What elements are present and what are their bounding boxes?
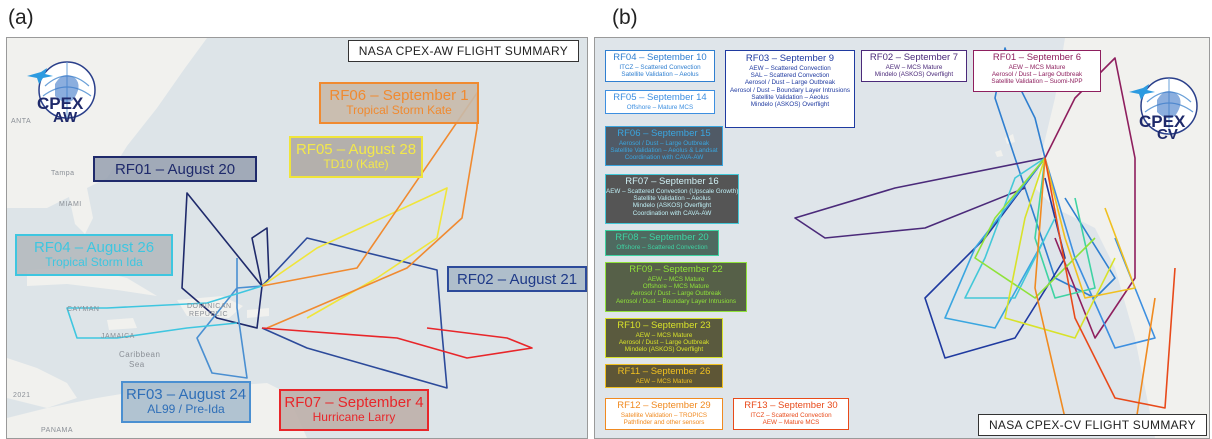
flight-route-rf07 [964,157,1056,299]
plane-globe-icon [27,61,96,119]
flight-box-rf03: RF03 – August 24 AL99 / Pre-Ida [121,381,251,423]
flight-route-rf08 [1034,157,1096,299]
flight-route-rf06 [261,92,478,329]
geo-label-cayman: CAYMAN [67,306,100,313]
flight-routes-b [794,47,1176,429]
flight-box-rf06: RF06 – September 1 Tropical Storm Kate [319,82,479,124]
panel-a-title: NASA CPEX-AW FLIGHT SUMMARY [347,40,579,62]
flight-route-rf09 [974,157,1096,299]
logo-line2: AW [53,109,78,126]
map-b-canvas [794,38,1209,438]
jamaica-land [107,318,137,330]
flight-box-rf05: RF05 – September 14 Offshore – Mature MC… [605,90,715,114]
cpex-cv-logo: CPEX CV [1127,72,1205,144]
geo-label-anta: ANTA [11,118,32,125]
flight-route-rf06 [944,157,1046,329]
geo-label-dominican: DOMINICAN [187,303,232,310]
flight-box-rf07: RF07 – September 4 Hurricane Larry [279,389,429,431]
flight-box-rf06: RF06 – September 15 Aerosol / Dust – Lar… [605,126,723,166]
flight-box-rf11: RF11 – September 26 AEW – MCS Mature [605,364,723,388]
flight-box-rf04: RF04 – August 26 Tropical Storm Ida [15,234,173,276]
central-america-land [7,358,77,408]
flight-box-rf09: RF09 – September 22 AEW – MCS Mature Off… [605,262,747,312]
geo-label-panama: PANAMA [41,427,74,434]
flight-route-rf02 [261,237,448,389]
flight-route-rf13 [1044,157,1176,409]
flight-route-rf04 [66,285,263,339]
geo-label-republic: REPUBLIC [189,311,229,318]
flight-box-rf02: RF02 – September 7 AEW – MCS Mature Mind… [861,50,967,82]
flight-box-rf01: RF01 – August 20 [93,156,257,182]
cpex-cv-flight-map: CPEX CV NASA CPEX-CV FLIGHT SUMMARY RF04… [594,37,1210,439]
flight-route-rf03 [196,258,263,379]
flight-routes-a [66,92,533,389]
flight-box-rf12: RF12 – September 29 Satellite Validation… [605,398,723,430]
cpex-aw-logo: CPEX AW [25,56,103,128]
cape-verde-islands [995,134,1015,157]
geo-label-caribbean: Caribbean [119,350,161,359]
logo-line2: CV [1157,126,1178,143]
flight-box-rf05: RF05 – August 28 TD10 (Kate) [289,136,423,178]
flight-box-rf01: RF01 – September 6 AEW – MCS Mature Aero… [973,50,1101,92]
panel-b-title: NASA CPEX-CV FLIGHT SUMMARY [977,414,1207,436]
plane-globe-icon [1129,77,1198,135]
geo-label-tampa: Tampa [51,170,75,177]
flight-box-rf07: RF07 – September 16 AEW – Scattered Conv… [605,174,739,224]
flight-route-rf05 [1044,157,1156,349]
logo-line1: CPEX [37,94,84,113]
flight-route-rf02 [794,157,1046,239]
geo-label-2021: 2021 [13,392,31,399]
flight-box-rf10: RF10 – September 23 AEW – MCS Mature Aer… [605,318,723,358]
flight-box-rf13: RF13 – September 30 ITCZ – Scattered Con… [733,398,849,430]
flight-box-rf08: RF08 – September 20 Offshore – Scattered… [605,230,719,256]
geo-label-jamaica: JAMAICA [101,333,135,340]
flight-route-rf07 [261,327,533,359]
panel-a-letter: (a) [8,6,34,29]
florida-land [67,188,93,234]
panel-b-letter: (b) [612,6,638,29]
flight-route-rf05 [261,187,448,319]
flight-route-rf10 [1004,157,1116,339]
flight-box-rf04: RF04 – September 10 ITCZ – Scattered Con… [605,50,715,82]
flight-route-rf01 [1044,57,1136,339]
geo-label-sea: Sea [129,360,145,369]
logo-line1: CPEX [1139,112,1186,131]
flight-route-rf01 [181,192,270,329]
geo-label-miami: MIAMI [59,201,82,208]
flight-route-rf11 [1044,157,1136,299]
flight-box-rf03: RF03 – September 9 AEW – Scattered Conve… [725,50,855,128]
cpex-aw-flight-map: CPEX AW ANTA Tampa MIAMI CAYMAN JAMAICA … [6,37,588,439]
africa-land [1035,38,1209,438]
flight-box-rf02: RF02 – August 21 [447,266,587,292]
flight-route-rf04 [994,47,1116,299]
